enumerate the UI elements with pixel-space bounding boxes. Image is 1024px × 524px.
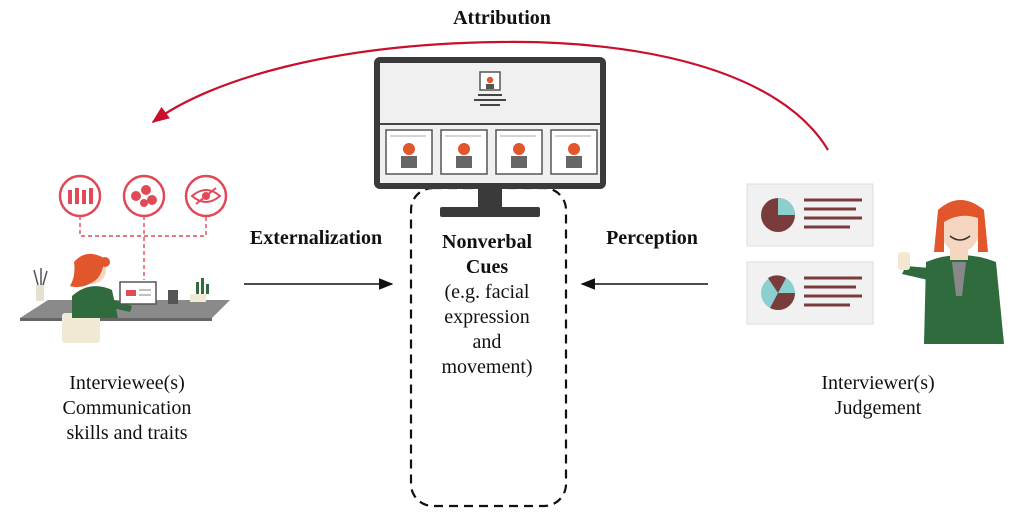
participant-panel [550,129,598,175]
attribution-arrow [151,40,829,151]
monitor-icon [374,57,606,217]
cues-title-line: Nonverbal [442,231,532,253]
interviewee-line: Communication [62,397,192,419]
attribution-label: Attribution [453,7,551,29]
cues-desc-line: movement) [441,356,533,378]
cues-desc-line: expression [444,306,530,328]
externalization-label: Externalization [249,227,383,249]
interviewee-line: skills and traits [66,422,188,444]
perception-label: Perception [606,227,698,249]
interviewer-illustration [898,200,1004,344]
network-icon [122,174,166,218]
pie-chart-icon [746,183,874,247]
interviewee-line: Interviewee(s) [69,372,185,394]
people-icon [58,174,102,218]
interviewer-line: Judgement [834,397,922,419]
participant-panel [385,129,433,175]
eye-icon [184,174,228,218]
nonverbal-cues-text: Nonverbal Cues (e.g. facial expression a… [412,230,562,380]
pie-chart-icon [746,261,874,325]
cues-desc-line: (e.g. facial [444,281,530,303]
interviewer-line: Interviewer(s) [821,372,935,394]
cues-dashed-box [409,186,568,508]
participant-panel [440,129,488,175]
participant-panel [495,129,543,175]
cues-desc-line: and [472,331,502,353]
interviewee-illustration [20,253,230,343]
interviewer-caption: Interviewer(s) Judgement [768,371,988,421]
interviewee-caption: Interviewee(s) Communication skills and … [22,371,232,446]
icon-connector-lines [79,216,207,280]
cues-title-line: Cues [465,256,509,278]
